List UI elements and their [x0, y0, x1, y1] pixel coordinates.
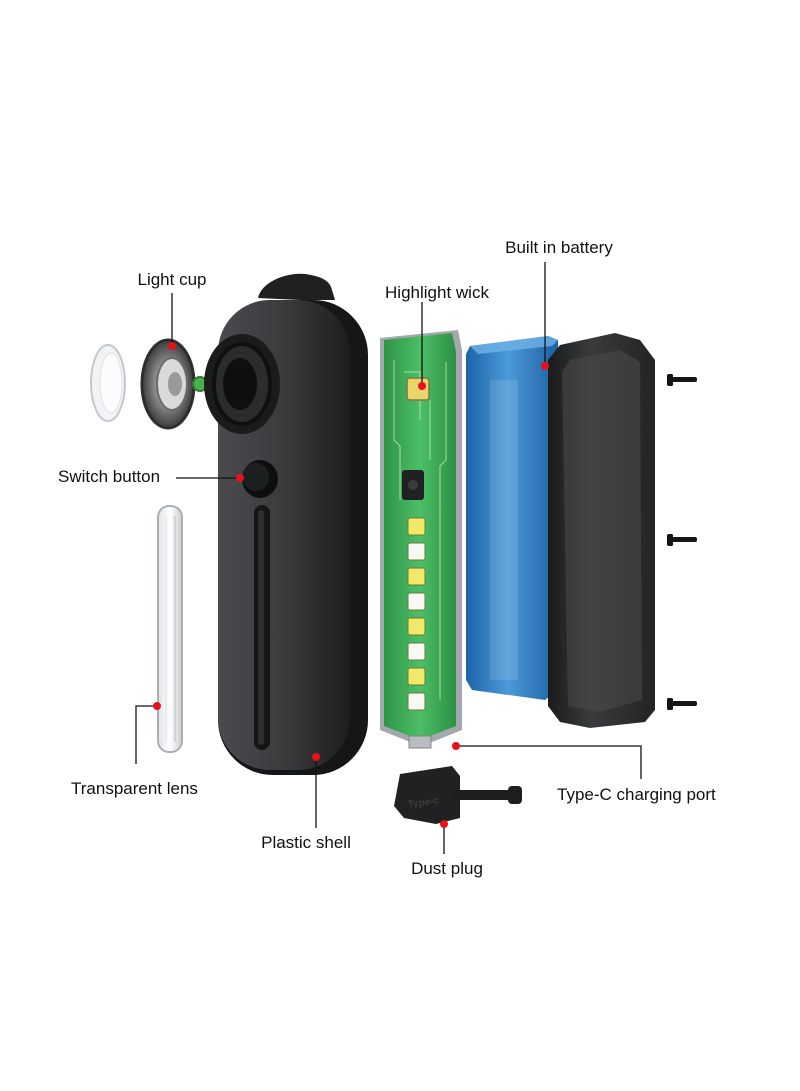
- leader-line-lens: [135, 705, 157, 764]
- pcb-led: [407, 542, 426, 561]
- back-cover: [548, 333, 655, 728]
- label-built-in-battery: Built in battery: [505, 238, 613, 257]
- screw-bottom: [667, 698, 697, 710]
- callout-dots: [153, 342, 549, 828]
- callout-dot-lens: [153, 702, 161, 710]
- pcb-led: [407, 617, 426, 636]
- callout-dot-battery: [541, 362, 549, 370]
- plug-imprint-text: Type-c: [407, 795, 440, 810]
- switch-button-part: [242, 460, 278, 498]
- label-plastic-shell: Plastic shell: [261, 833, 351, 852]
- callout-dot-highlight-wick: [418, 382, 426, 390]
- screw-middle: [667, 534, 697, 546]
- pcb-led: [407, 592, 426, 611]
- label-transparent-lens: Transparent lens: [71, 779, 198, 798]
- label-light-cup: Light cup: [138, 270, 207, 289]
- pcb-led: [407, 642, 426, 661]
- callout-dot-switch: [236, 474, 244, 482]
- callout-dot-light-cup: [168, 342, 176, 350]
- label-highlight-wick: Highlight wick: [385, 283, 489, 302]
- transparent-lens-rod: [157, 505, 183, 753]
- pcb-led-strip: [407, 517, 426, 711]
- leader-line-port: [456, 745, 642, 779]
- front-lens-disc: [90, 344, 126, 422]
- light-cup: [140, 338, 208, 430]
- callout-dot-shell: [312, 753, 320, 761]
- callout-dot-plug: [440, 820, 448, 828]
- leader-lines: [135, 262, 642, 854]
- pcb-led: [407, 667, 426, 686]
- built-in-battery: [466, 336, 560, 700]
- pcb-led: [407, 517, 426, 536]
- label-dust-plug: Dust plug: [411, 859, 483, 878]
- callout-dot-port: [452, 742, 460, 750]
- dust-plug: Type-c: [394, 766, 522, 824]
- plastic-shell: [204, 273, 368, 775]
- pcb-led: [407, 692, 426, 711]
- label-type-c-port: Type-C charging port: [557, 785, 716, 804]
- label-switch-button: Switch button: [58, 467, 160, 486]
- screw-top: [667, 374, 697, 386]
- pcb-led: [407, 567, 426, 586]
